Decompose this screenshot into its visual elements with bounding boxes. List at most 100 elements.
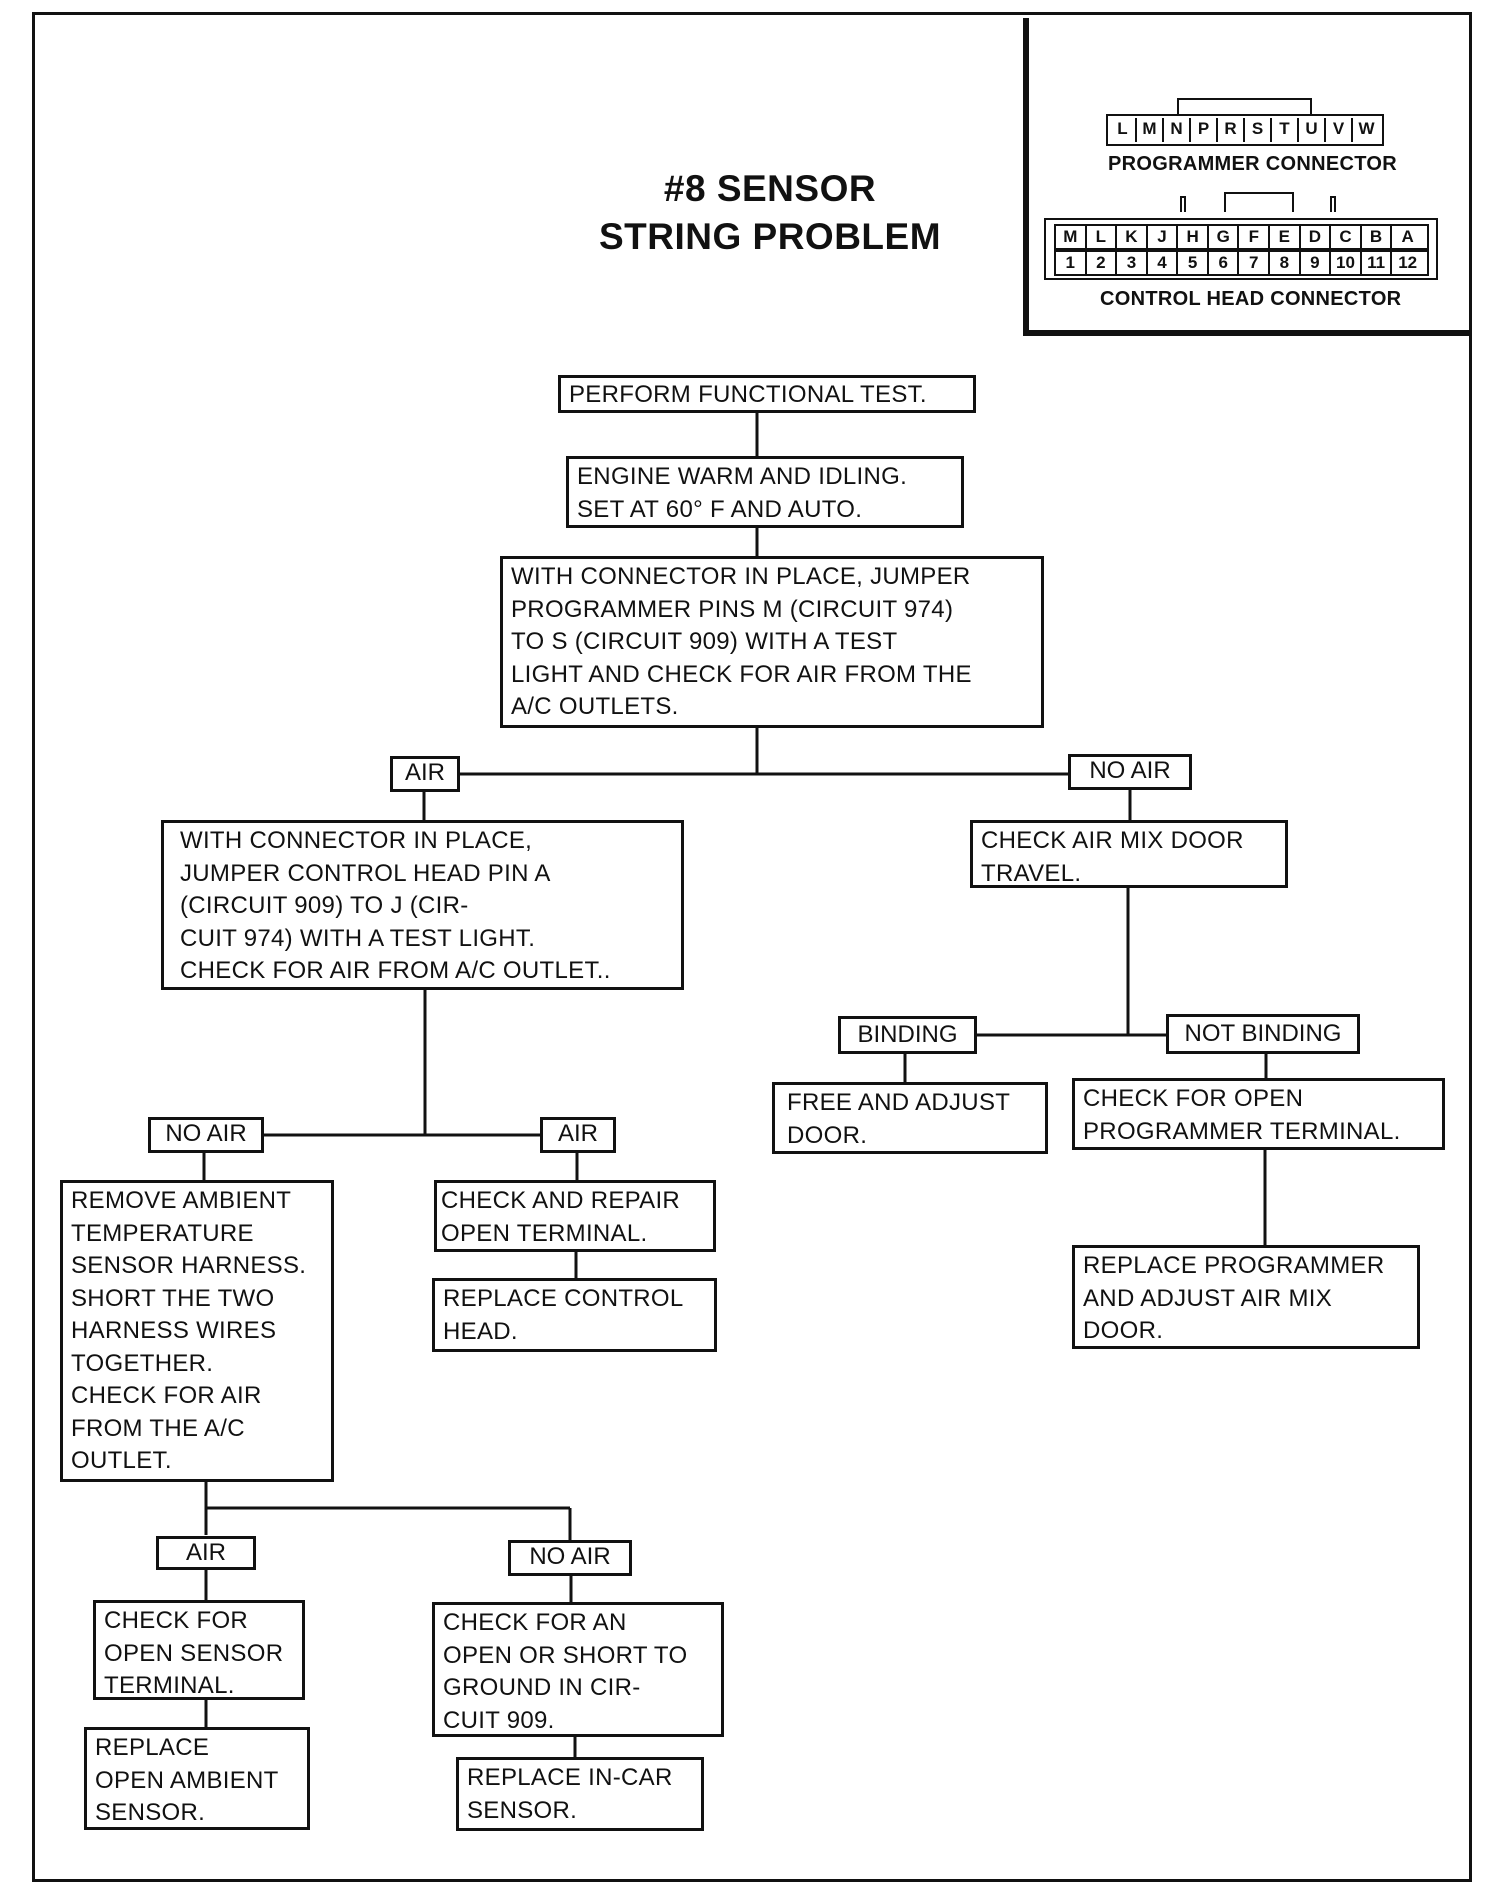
programmer-connector-pin: V bbox=[1326, 118, 1353, 142]
control-head-connector-key bbox=[1224, 192, 1294, 212]
programmer-connector-pin: U bbox=[1299, 118, 1326, 142]
box-jumper-control-head: WITH CONNECTOR IN PLACE, JUMPER CONTROL H… bbox=[161, 820, 684, 990]
box-text-line: CHECK FOR AN bbox=[443, 1609, 627, 1636]
control-head-letter-pin: E bbox=[1270, 226, 1301, 248]
control-head-number-pin: 1 bbox=[1056, 252, 1087, 274]
box-text-line: GROUND IN CIR- bbox=[443, 1674, 641, 1701]
box-text-line: REPLACE PROGRAMMER bbox=[1083, 1252, 1385, 1279]
box-text-line: TO S (CIRCUIT 909) WITH A TEST bbox=[511, 628, 898, 655]
box-text-line: CHECK AIR MIX DOOR bbox=[981, 827, 1244, 854]
label-air-1: AIR bbox=[390, 756, 460, 792]
control-head-connector-caption: CONTROL HEAD CONNECTOR bbox=[1100, 288, 1402, 310]
box-text-line: AND ADJUST AIR MIX bbox=[1083, 1284, 1333, 1312]
control-head-letter-pin: A bbox=[1401, 227, 1414, 246]
programmer-connector-pin: N bbox=[1164, 118, 1191, 142]
control-head-connector-body bbox=[1044, 218, 1438, 280]
control-head-number-pin: 11 bbox=[1362, 252, 1393, 274]
control-head-letter-pin: J bbox=[1148, 226, 1179, 248]
box-text-line: HEAD. bbox=[443, 1317, 518, 1345]
box-text-line: CHECK AND REPAIR bbox=[441, 1187, 681, 1214]
programmer-connector-caption: PROGRAMMER CONNECTOR bbox=[1108, 153, 1397, 175]
box-text-line: TEMPERATURE bbox=[71, 1219, 254, 1247]
box-engine-warm: ENGINE WARM AND IDLING. SET AT 60° F AND … bbox=[566, 456, 964, 528]
box-text-line: JUMPER CONTROL HEAD PIN A bbox=[180, 859, 551, 887]
programmer-connector-pin: P bbox=[1191, 118, 1218, 142]
control-head-number-pin: 7 bbox=[1239, 252, 1271, 274]
control-head-connector-post-left bbox=[1180, 196, 1186, 212]
control-head-number-pin: 5 bbox=[1178, 252, 1209, 274]
box-text-line: CUIT 909. bbox=[443, 1706, 555, 1734]
box-text-line: HARNESS WIRES bbox=[71, 1317, 277, 1344]
control-head-connector-post-right bbox=[1330, 196, 1336, 212]
box-text-line: REPLACE CONTROL bbox=[443, 1285, 684, 1312]
box-text-line: SENSOR. bbox=[95, 1799, 206, 1826]
box-replace-programmer: REPLACE PROGRAMMER AND ADJUST AIR MIX DOOR… bbox=[1072, 1245, 1420, 1349]
control-head-number-pin: 3 bbox=[1117, 252, 1148, 274]
box-text-line: TERMINAL. bbox=[104, 1672, 235, 1699]
box-text-line: DOOR. bbox=[1083, 1317, 1164, 1344]
programmer-connector-pin: S bbox=[1245, 118, 1272, 142]
box-text-line: PROGRAMMER TERMINAL. bbox=[1083, 1117, 1401, 1145]
box-text-line: ENGINE WARM AND IDLING. bbox=[577, 463, 908, 490]
box-perform-functional-test: PERFORM FUNCTIONAL TEST. bbox=[558, 375, 976, 413]
label-no-air-2: NO AIR bbox=[148, 1117, 264, 1153]
box-text-line: OPEN SENSOR bbox=[104, 1639, 284, 1667]
box-text-line: SENSOR. bbox=[467, 1796, 578, 1824]
box-replace-in-car-sensor: REPLACE IN-CAR SENSOR. bbox=[456, 1757, 704, 1831]
title-line-1: #8 SENSOR bbox=[663, 168, 877, 209]
box-text-line: PERFORM FUNCTIONAL TEST. bbox=[569, 381, 927, 408]
programmer-connector-pin: W bbox=[1358, 119, 1375, 138]
box-text-line: LIGHT AND CHECK FOR AIR FROM THE bbox=[511, 660, 972, 688]
control-head-letter-pin: G bbox=[1209, 226, 1240, 248]
box-text-line: SHORT THE TWO bbox=[71, 1284, 275, 1312]
programmer-connector-pin: T bbox=[1272, 118, 1299, 142]
box-text-line: FREE AND ADJUST bbox=[787, 1089, 1011, 1116]
control-head-letter-pin: H bbox=[1178, 226, 1209, 248]
connector-reference-panel bbox=[1023, 18, 1469, 336]
box-check-air-mix-door: CHECK AIR MIX DOOR TRAVEL. bbox=[970, 820, 1288, 888]
control-head-letter-pin: B bbox=[1362, 226, 1393, 248]
box-text-line: OPEN OR SHORT TO bbox=[443, 1641, 688, 1669]
box-text-line: REPLACE IN-CAR bbox=[467, 1764, 673, 1791]
control-head-number-pin: 4 bbox=[1148, 252, 1179, 274]
box-text-line: CHECK FOR OPEN bbox=[1083, 1085, 1304, 1112]
box-text-line: REMOVE AMBIENT bbox=[71, 1187, 292, 1214]
box-text-line: TRAVEL. bbox=[981, 859, 1082, 887]
box-text-line: CHECK FOR AIR bbox=[71, 1382, 262, 1409]
box-replace-control-head: REPLACE CONTROL HEAD. bbox=[432, 1278, 717, 1352]
box-replace-open-ambient-sensor: REPLACE OPEN AMBIENT SENSOR. bbox=[84, 1727, 310, 1830]
box-text-line: DOOR. bbox=[787, 1121, 868, 1149]
box-text-line: OPEN AMBIENT bbox=[95, 1766, 279, 1794]
box-text-line: REPLACE bbox=[95, 1734, 210, 1761]
programmer-connector-pin: L bbox=[1110, 118, 1137, 142]
control-head-letter-pin: C bbox=[1331, 226, 1362, 248]
box-text-line: CHECK FOR AIR FROM A/C OUTLET.. bbox=[180, 957, 611, 984]
box-text-line: WITH CONNECTOR IN PLACE, bbox=[180, 827, 533, 854]
box-text-line: TOGETHER. bbox=[71, 1349, 214, 1377]
box-check-repair-open-terminal: CHECK AND REPAIR OPEN TERMINAL. bbox=[434, 1180, 716, 1252]
box-remove-ambient-sensor-harness: REMOVE AMBIENT TEMPERATURE SENSOR HARNESS.… bbox=[60, 1180, 334, 1482]
box-text-line: SENSOR HARNESS. bbox=[71, 1252, 307, 1279]
box-check-open-programmer-terminal: CHECK FOR OPEN PROGRAMMER TERMINAL. bbox=[1072, 1078, 1445, 1150]
box-check-open-short-circuit-909: CHECK FOR AN OPEN OR SHORT TO GROUND IN CI… bbox=[432, 1602, 724, 1737]
control-head-letter-pin: L bbox=[1087, 226, 1118, 248]
box-text-line: SET AT 60° F AND AUTO. bbox=[577, 495, 863, 523]
label-no-air-3: NO AIR bbox=[508, 1540, 632, 1576]
box-text-line: WITH CONNECTOR IN PLACE, JUMPER bbox=[511, 563, 971, 590]
box-text-line: A/C OUTLETS. bbox=[511, 693, 679, 720]
box-free-and-adjust-door: FREE AND ADJUST DOOR. bbox=[772, 1082, 1048, 1154]
programmer-connector-pin: R bbox=[1218, 118, 1245, 142]
label-binding: BINDING bbox=[838, 1016, 977, 1054]
control-head-letter-pin: F bbox=[1239, 226, 1271, 248]
label-no-air-1: NO AIR bbox=[1068, 754, 1192, 790]
box-text-line: OPEN TERMINAL. bbox=[441, 1219, 648, 1247]
label-not-binding: NOT BINDING bbox=[1166, 1014, 1360, 1054]
programmer-connector-tab bbox=[1177, 98, 1312, 114]
box-text-line: (CIRCUIT 909) TO J (CIR- bbox=[180, 892, 469, 919]
